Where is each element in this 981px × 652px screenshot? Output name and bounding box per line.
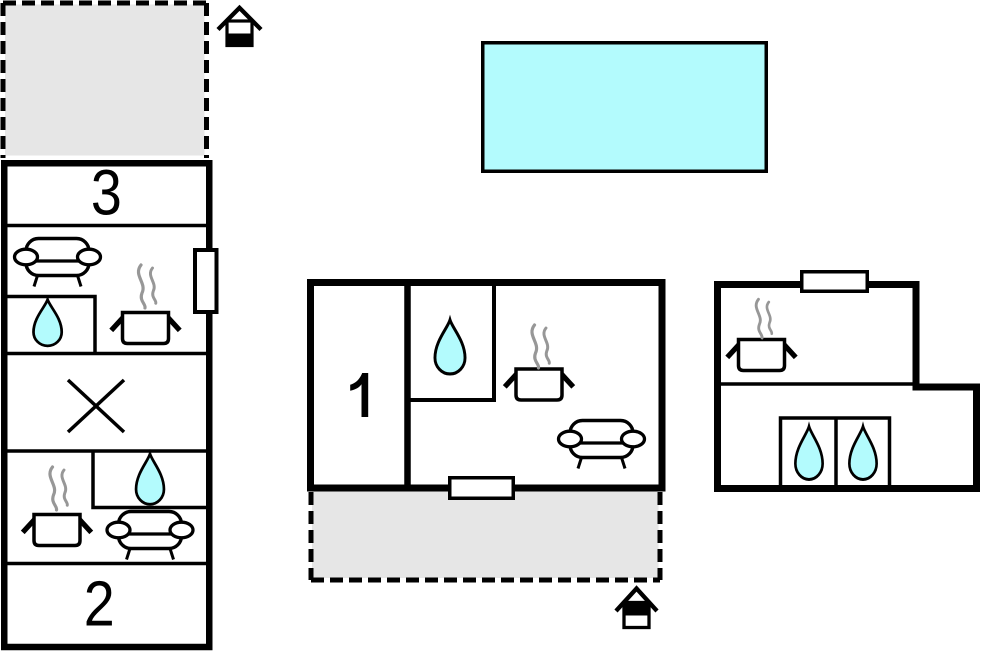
svg-text:2: 2 <box>84 568 115 639</box>
svg-text:3: 3 <box>91 157 122 228</box>
